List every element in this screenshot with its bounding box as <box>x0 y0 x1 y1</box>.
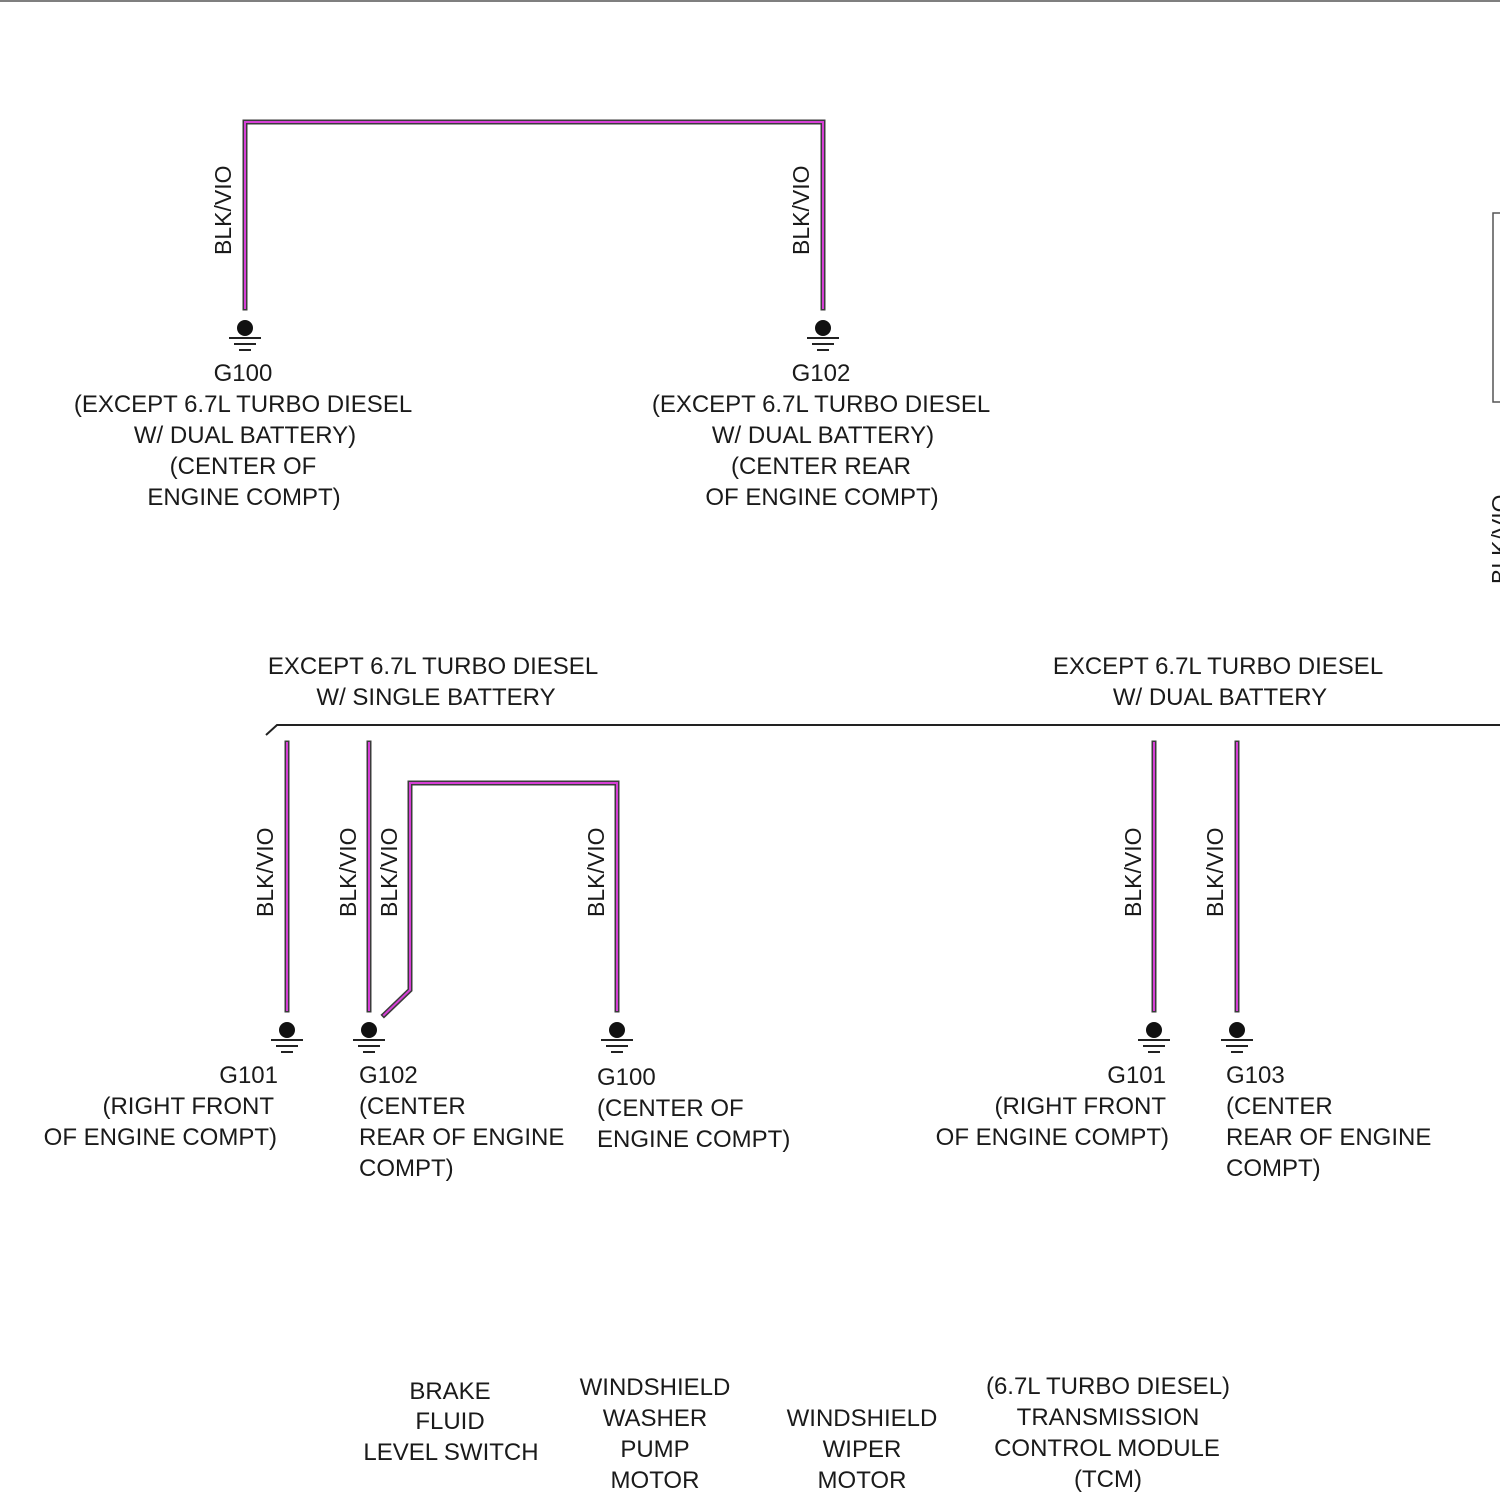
component-label-line: WIPER <box>823 1436 902 1463</box>
ground-id: G103 <box>1226 1062 1285 1089</box>
section-header-dual-battery: EXCEPT 6.7L TURBO DIESEL W/ DUAL BATTERY <box>1053 653 1383 711</box>
ground-desc-line: REAR OF ENGINE <box>1226 1124 1431 1151</box>
ground-label-g102-top: G102 (EXCEPT 6.7L TURBO DIESEL W/ DUAL B… <box>652 360 990 511</box>
ground-id: G101 <box>1107 1062 1166 1089</box>
component-label-line: WINDSHIELD <box>580 1374 731 1401</box>
component-label-line: FLUID <box>415 1408 484 1435</box>
component-label-line: PUMP <box>620 1436 689 1463</box>
section-header-line: W/ SINGLE BATTERY <box>316 684 555 711</box>
ground-desc-line: W/ DUAL BATTERY) <box>134 422 356 449</box>
ground-id: G102 <box>792 360 851 387</box>
ground-label-g100-single: G100 (CENTER OF ENGINE COMPT) <box>597 1064 790 1153</box>
ground-desc-line: (CENTER <box>1226 1093 1333 1120</box>
ground-desc-line: (RIGHT FRONT <box>102 1093 274 1120</box>
section-header-line: EXCEPT 6.7L TURBO DIESEL <box>268 653 598 680</box>
option-bracket-rail <box>266 725 1500 735</box>
wire-label: BLK/VIO <box>252 828 278 917</box>
component-label-line: WASHER <box>603 1405 707 1432</box>
ground-id: G101 <box>219 1062 278 1089</box>
component-label-line: BRAKE <box>409 1378 490 1405</box>
ground-id: G102 <box>359 1062 418 1089</box>
ground-id: G100 <box>597 1064 656 1091</box>
component-label-line: (TCM) <box>1074 1466 1142 1493</box>
ground-icon <box>271 1022 303 1052</box>
right-edge-component-frame <box>1493 213 1500 402</box>
ground-desc-line: (RIGHT FRONT <box>994 1093 1166 1120</box>
ground-icon <box>1138 1022 1170 1052</box>
ground-desc-line: (EXCEPT 6.7L TURBO DIESEL <box>74 391 412 418</box>
ground-desc-line: (CENTER <box>359 1093 466 1120</box>
ground-label-g100-top: G100 (EXCEPT 6.7L TURBO DIESEL W/ DUAL B… <box>74 360 412 511</box>
ground-id: G100 <box>214 360 273 387</box>
ground-icon <box>229 320 261 350</box>
ground-desc-line: (CENTER REAR <box>731 453 911 480</box>
ground-desc-line: OF ENGINE COMPT) <box>44 1124 277 1151</box>
wire-label: BLK/VIO <box>1120 828 1146 917</box>
component-label-line: (6.7L TURBO DIESEL) <box>986 1373 1230 1400</box>
component-label-line: LEVEL SWITCH <box>363 1439 538 1466</box>
wire-label: BLK/VIO <box>1202 828 1228 917</box>
ground-icon <box>1221 1022 1253 1052</box>
ground-desc-line: (CENTER OF <box>170 453 317 480</box>
component-label-line: TRANSMISSION <box>1017 1404 1200 1431</box>
edge-wire-label-fragment: BLK/VIO <box>1487 495 1500 584</box>
component-label-line: WINDSHIELD <box>787 1405 938 1432</box>
wire-label: BLK/VIO <box>376 828 402 917</box>
component-windshield-wiper-motor: WINDSHIELD WIPER MOTOR <box>787 1405 938 1494</box>
ground-label-g101-single: G101 (RIGHT FRONT OF ENGINE COMPT) <box>44 1062 278 1151</box>
ground-desc-line: OF ENGINE COMPT) <box>705 484 938 511</box>
wire-label: BLK/VIO <box>210 166 236 255</box>
wire-top-g100-g102 <box>245 122 823 308</box>
component-windshield-washer-pump-motor: WINDSHIELD WASHER PUMP MOTOR <box>580 1374 731 1494</box>
wire-label: BLK/VIO <box>335 828 361 917</box>
ground-icon <box>353 1022 385 1052</box>
ground-label-g101-dual: G101 (RIGHT FRONT OF ENGINE COMPT) <box>936 1062 1169 1151</box>
component-label-line: CONTROL MODULE <box>994 1435 1220 1462</box>
ground-desc-line: COMPT) <box>1226 1155 1321 1182</box>
ground-desc-line: REAR OF ENGINE <box>359 1124 564 1151</box>
section-header-single-battery: EXCEPT 6.7L TURBO DIESEL W/ SINGLE BATTE… <box>268 653 598 711</box>
ground-desc-line: OF ENGINE COMPT) <box>936 1124 1169 1151</box>
wire-label: BLK/VIO <box>788 166 814 255</box>
ground-icon <box>807 320 839 350</box>
ground-label-g102-single: G102 (CENTER REAR OF ENGINE COMPT) <box>359 1062 564 1182</box>
component-transmission-control-module: (6.7L TURBO DIESEL) TRANSMISSION CONTROL… <box>986 1373 1230 1493</box>
section-header-line: W/ DUAL BATTERY <box>1113 684 1327 711</box>
ground-icon <box>601 1022 633 1052</box>
ground-desc-line: W/ DUAL BATTERY) <box>712 422 934 449</box>
ground-desc-line: COMPT) <box>359 1155 454 1182</box>
component-label-line: MOTOR <box>818 1467 907 1494</box>
component-brake-fluid-level-switch: BRAKE FLUID LEVEL SWITCH <box>363 1378 538 1466</box>
wire-label: BLK/VIO <box>583 828 609 917</box>
ground-desc-line: ENGINE COMPT) <box>597 1126 790 1153</box>
ground-desc-line: (CENTER OF <box>597 1095 744 1122</box>
ground-desc-line: (EXCEPT 6.7L TURBO DIESEL <box>652 391 990 418</box>
component-label-line: MOTOR <box>611 1467 700 1494</box>
ground-label-g103-dual: G103 (CENTER REAR OF ENGINE COMPT) <box>1226 1062 1431 1182</box>
section-header-line: EXCEPT 6.7L TURBO DIESEL <box>1053 653 1383 680</box>
ground-desc-line: ENGINE COMPT) <box>147 484 340 511</box>
